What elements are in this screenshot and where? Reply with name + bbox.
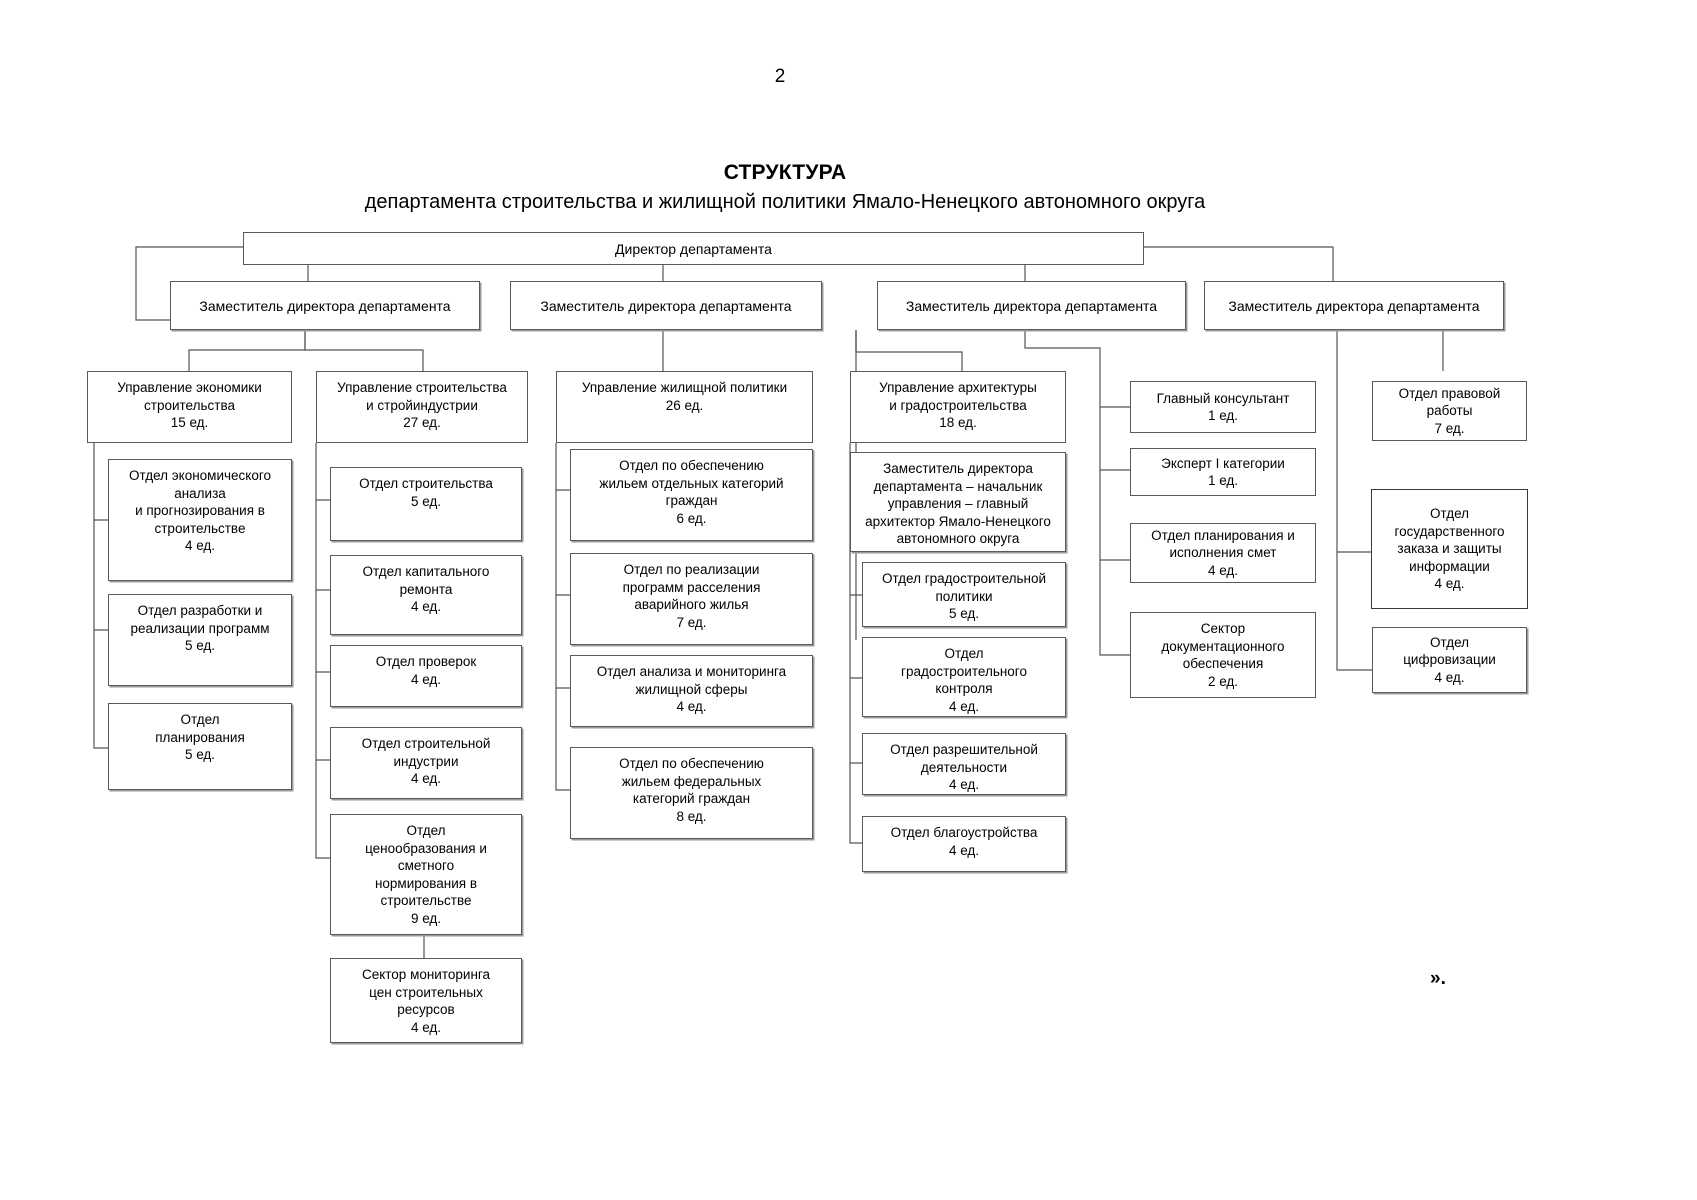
node-digitalization-division[interactable]: Отдел цифровизации 4 ед. [1372,627,1527,693]
node-inspections-division[interactable]: Отдел проверок 4 ед. [330,645,522,707]
node-deputy-director-2[interactable]: Заместитель директора департамента [510,281,822,330]
node-department-architecture[interactable]: Управление архитектуры и градостроительс… [850,371,1066,443]
closing-quote-mark: ». [1430,968,1446,989]
page-title: СТРУКТУРА [723,161,847,184]
node-resettlement-programs-division[interactable]: Отдел по реализации программ расселения … [570,553,813,645]
node-deputy-director-1[interactable]: Заместитель директора департамента [170,281,480,330]
page-number: 2 [774,66,786,87]
node-estimates-planning-division[interactable]: Отдел планирования и исполнения смет 4 е… [1130,523,1316,583]
chart-title-block: СТРУКТУРА департамента строительства и ж… [0,160,1570,216]
node-department-construction[interactable]: Управление строительства и стройиндустри… [316,371,528,443]
node-construction-industry-division[interactable]: Отдел строительной индустрии 4 ед. [330,727,522,799]
node-planning-division[interactable]: Отдел планирования 5 ед. [108,703,292,790]
node-deputy-director-3[interactable]: Заместитель директора департамента [877,281,1186,330]
node-state-order-division[interactable]: Отдел государственного заказа и защиты и… [1371,489,1528,609]
node-urban-control-division[interactable]: Отдел градостроительного контроля 4 ед. [862,637,1066,717]
node-department-economics[interactable]: Управление экономики строительства 15 ед… [87,371,292,443]
node-deputy-chief-architect[interactable]: Заместитель директора департамента – нач… [850,452,1066,552]
node-department-housing-policy[interactable]: Управление жилищной политики 26 ед. [556,371,813,443]
node-expert-first-category[interactable]: Эксперт I категории 1 ед. [1130,448,1316,496]
page-subtitle: департамента строительства и жилищной по… [364,191,1206,213]
node-economic-analysis-division[interactable]: Отдел экономического анализа и прогнозир… [108,459,292,581]
node-programs-division[interactable]: Отдел разработки и реализации программ 5… [108,594,292,686]
node-director[interactable]: Директор департамента [243,232,1144,265]
node-permits-division[interactable]: Отдел разрешительной деятельности 4 ед. [862,733,1066,795]
node-deputy-director-4[interactable]: Заместитель директора департамента [1204,281,1504,330]
node-housing-analysis-division[interactable]: Отдел анализа и мониторинга жилищной сфе… [570,655,813,727]
node-construction-division[interactable]: Отдел строительства 5 ед. [330,467,522,541]
node-capital-repair-division[interactable]: Отдел капитального ремонта 4 ед. [330,555,522,635]
node-housing-categories-division[interactable]: Отдел по обеспечению жильем отдельных ка… [570,449,813,541]
node-legal-work-division[interactable]: Отдел правовой работы 7 ед. [1372,381,1527,441]
node-pricing-division[interactable]: Отдел ценообразования и сметного нормиро… [330,814,522,935]
node-urban-policy-division[interactable]: Отдел градостроительной политики 5 ед. [862,562,1066,627]
node-improvement-division[interactable]: Отдел благоустройства 4 ед. [862,816,1066,872]
node-federal-categories-division[interactable]: Отдел по обеспечению жильем федеральных … [570,747,813,839]
node-price-monitoring-sector[interactable]: Сектор мониторинга цен строительных ресу… [330,958,522,1043]
node-chief-consultant[interactable]: Главный консультант 1 ед. [1130,381,1316,433]
node-documentation-sector[interactable]: Сектор документационного обеспечения 2 е… [1130,612,1316,698]
